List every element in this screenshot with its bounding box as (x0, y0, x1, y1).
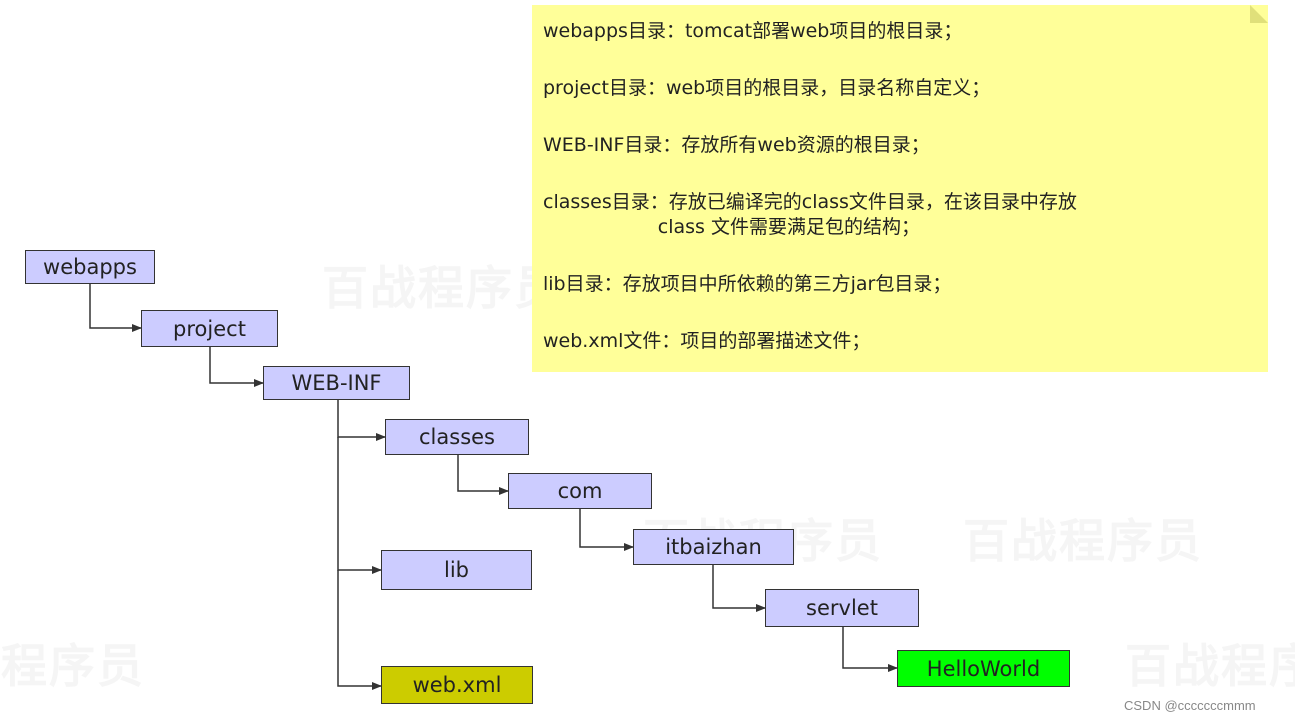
watermark: 百战程序员 (0, 639, 145, 693)
connector-webinf-webxml (337, 570, 382, 690)
note-fold-corner (1250, 5, 1268, 23)
connector-classes-com (457, 455, 509, 495)
node-project: project (141, 310, 278, 347)
credit-label: CSDN @cccccccmmm (1124, 698, 1256, 713)
note-webapps: webapps目录：tomcat部署web项目的根目录； (543, 20, 963, 42)
node-classes: classes (385, 419, 529, 455)
watermark: 百战程序员 (322, 261, 562, 315)
note-classes: classes目录：存放已编译完的class文件目录，在该目录中存放 class… (543, 191, 1077, 238)
connector-webinf-lib (337, 437, 382, 574)
connector-project-webinf (209, 347, 264, 387)
node-servlet: servlet (765, 589, 919, 627)
note-web-inf: WEB-INF目录：存放所有web资源的根目录； (543, 134, 930, 156)
note-web-xml: web.xml文件：项目的部署描述文件； (543, 330, 871, 352)
connector-itbaizhan-servlet (712, 565, 766, 612)
connector-webapps-project (89, 284, 142, 332)
node-helloworld: HelloWorld (897, 650, 1070, 687)
node-webapps: webapps (25, 250, 155, 284)
watermark: 百战程序员 (963, 514, 1203, 568)
node-lib: lib (381, 550, 532, 590)
node-web-inf: WEB-INF (263, 366, 410, 400)
note-lib: lib目录：存放项目中所依赖的第三方jar包目录； (543, 273, 952, 295)
node-itbaizhan: itbaizhan (633, 529, 794, 565)
explanation-note: webapps目录：tomcat部署web项目的根目录； project目录：w… (532, 5, 1268, 372)
connector-servlet-helloworld (842, 627, 898, 672)
note-project: project目录：web项目的根目录，目录名称自定义； (543, 77, 991, 99)
connector-webinf-classes (337, 400, 386, 441)
node-web-xml: web.xml (381, 666, 533, 704)
node-com: com (508, 473, 652, 509)
connector-com-itbaizhan (579, 509, 634, 551)
watermark: 百战程序员 (1125, 639, 1295, 693)
